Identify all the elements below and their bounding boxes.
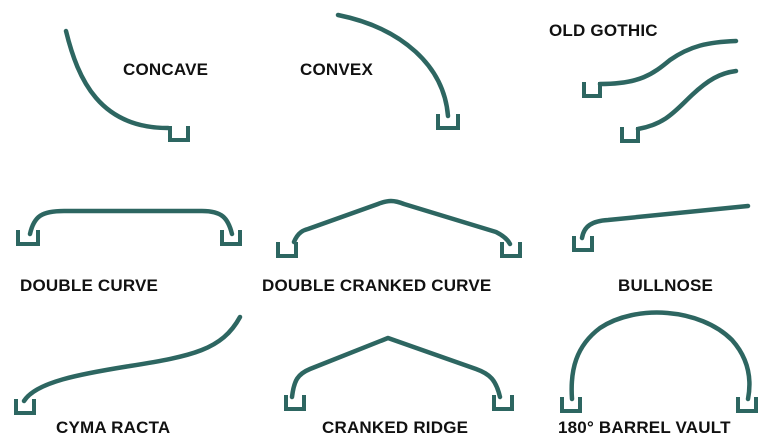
- cranked-ridge-line: [289, 335, 503, 400]
- profile-convex: CONVEX: [300, 12, 460, 130]
- barrel-vault-arch: [569, 310, 752, 402]
- concave-foot: [168, 126, 190, 142]
- old-gothic-foot-lower: [620, 127, 640, 143]
- double-curve-line: [27, 208, 235, 237]
- bullnose-curve: [579, 203, 751, 241]
- profile-double-curve: DOUBLE CURVE: [16, 208, 242, 295]
- concave-label: CONCAVE: [123, 60, 208, 79]
- cyma-racta-curve: [21, 314, 243, 404]
- double-cranked-curve-foot-left: [276, 242, 298, 258]
- double-curve-foot-right: [220, 230, 242, 246]
- cranked-ridge-label: CRANKED RIDGE: [322, 418, 468, 437]
- profile-barrel-vault: 180° BARREL VAULT: [558, 310, 758, 437]
- concave-curve: [63, 28, 171, 131]
- bullnose-foot: [572, 236, 594, 252]
- profile-old-gothic: OLD GOTHIC: [549, 21, 739, 143]
- profile-concave: CONCAVE: [63, 28, 208, 142]
- old-gothic-curve-lower: [635, 68, 739, 132]
- double-cranked-curve-label: DOUBLE CRANKED CURVE: [262, 276, 491, 295]
- double-curve-foot-left: [16, 230, 40, 246]
- cranked-ridge-foot-left: [284, 395, 306, 411]
- convex-label: CONVEX: [300, 60, 373, 79]
- old-gothic-label: OLD GOTHIC: [549, 21, 658, 40]
- old-gothic-curve-upper: [597, 38, 739, 87]
- double-cranked-curve-line: [291, 198, 513, 247]
- convex-foot: [436, 114, 460, 130]
- cranked-ridge-foot-right: [492, 395, 514, 411]
- barrel-vault-foot-left: [560, 397, 582, 413]
- profile-bullnose: BULLNOSE: [572, 203, 751, 295]
- double-curve-label: DOUBLE CURVE: [20, 276, 158, 295]
- barrel-vault-foot-right: [736, 397, 758, 413]
- cyma-racta-foot: [14, 399, 36, 415]
- convex-curve: [335, 12, 451, 119]
- double-cranked-curve-foot-right: [500, 242, 522, 258]
- profile-cranked-ridge: CRANKED RIDGE: [284, 335, 514, 437]
- cyma-racta-label: CYMA RACTA: [56, 418, 170, 437]
- profile-cyma-racta: CYMA RACTA: [14, 314, 243, 437]
- barrel-vault-label: 180° BARREL VAULT: [558, 418, 731, 437]
- profile-double-cranked-curve: DOUBLE CRANKED CURVE: [262, 198, 522, 295]
- old-gothic-foot-upper: [582, 82, 602, 98]
- bullnose-label: BULLNOSE: [618, 276, 713, 295]
